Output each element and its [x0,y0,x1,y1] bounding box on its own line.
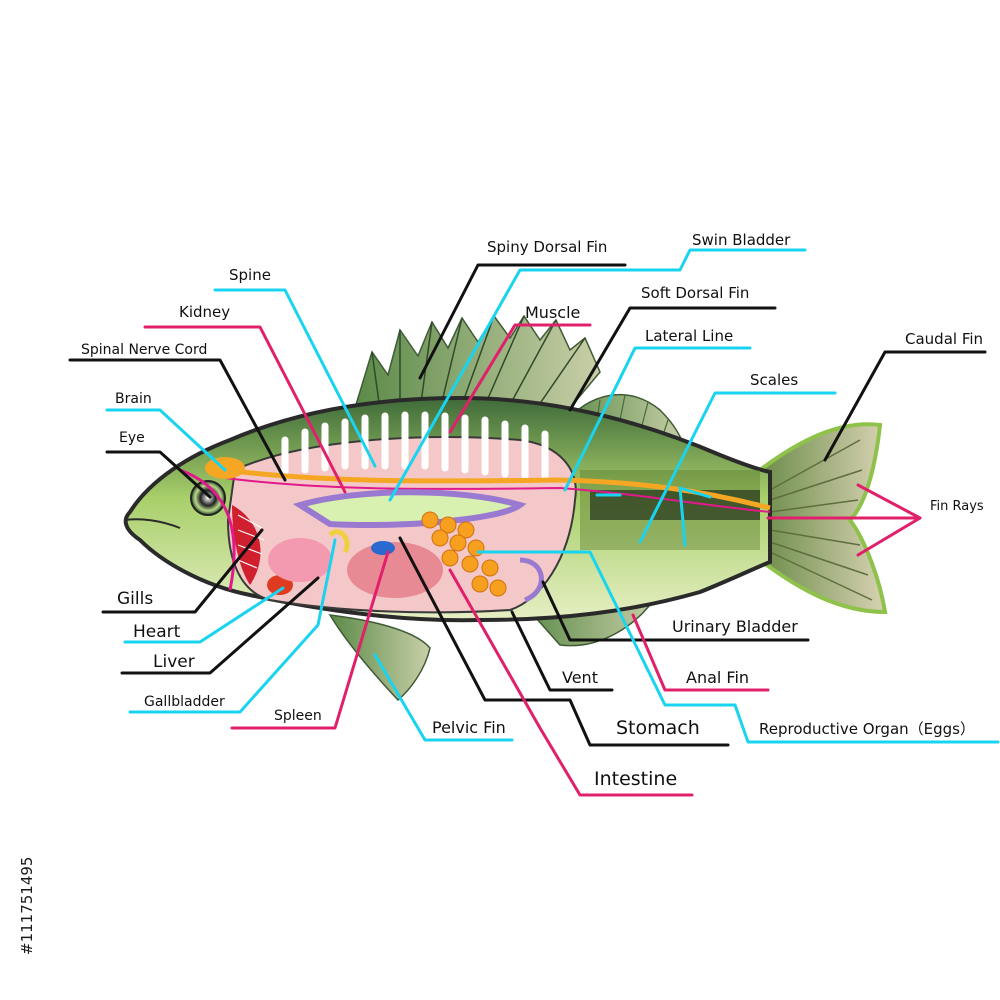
operculum-line [179,468,236,591]
heart-shape [267,575,293,595]
urinary-bladder-shape [519,557,544,603]
swim-bladder-shape [292,489,527,528]
label-eye: Eye [119,430,145,446]
pelvic-fin-shape [328,614,431,702]
label-gills: Gills [117,589,153,609]
label-intestine: Intestine [594,768,677,790]
gills-shape [232,505,261,585]
label-soft-dorsal-fin: Soft Dorsal Fin [641,284,749,302]
label-vent: Vent [562,668,598,687]
spleen-shape [371,541,395,555]
label-spleen: Spleen [274,708,322,724]
label-urinary-bladder: Urinary Bladder [672,617,798,636]
leader-lines [68,248,1000,797]
label-spinal-nerve-cord: Spinal Nerve Cord [81,342,207,358]
label-heart: Heart [133,622,181,642]
label-gallbladder: Gallbladder [144,694,225,710]
eggs-cluster [421,511,507,597]
label-spine: Spine [229,266,271,284]
label-swin-bladder: Swin Bladder [692,231,791,249]
label-muscle: Muscle [525,303,580,322]
dorsal-spines [371,315,586,419]
labels: Spiny Dorsal Fin Swin Bladder Spine Kidn… [81,231,984,790]
label-scales: Scales [750,371,798,389]
label-brain: Brain [115,391,152,407]
label-stomach: Stomach [616,717,700,739]
label-pelvic-fin: Pelvic Fin [432,718,506,737]
label-reproductive-organ: Reproductive Organ（Eggs） [759,720,975,738]
liver-shape [268,538,332,582]
nerve-line [224,477,771,513]
fish-illustration [123,314,888,702]
label-caudal-fin: Caudal Fin [905,330,983,348]
gill-filaments [237,514,265,569]
label-anal-fin: Anal Fin [686,668,749,687]
stomach-shape [347,542,443,598]
caudal-rays [769,439,873,601]
label-liver: Liver [153,652,195,672]
gallbladder-shape [328,529,350,554]
label-lateral-line: Lateral Line [645,327,733,345]
label-kidney: Kidney [179,303,230,321]
watermark-id: #111751495 [18,857,36,955]
label-fin-rays: Fin Rays [930,499,984,514]
label-spiny-dorsal-fin: Spiny Dorsal Fin [487,238,607,256]
mouth-shape [124,518,181,529]
